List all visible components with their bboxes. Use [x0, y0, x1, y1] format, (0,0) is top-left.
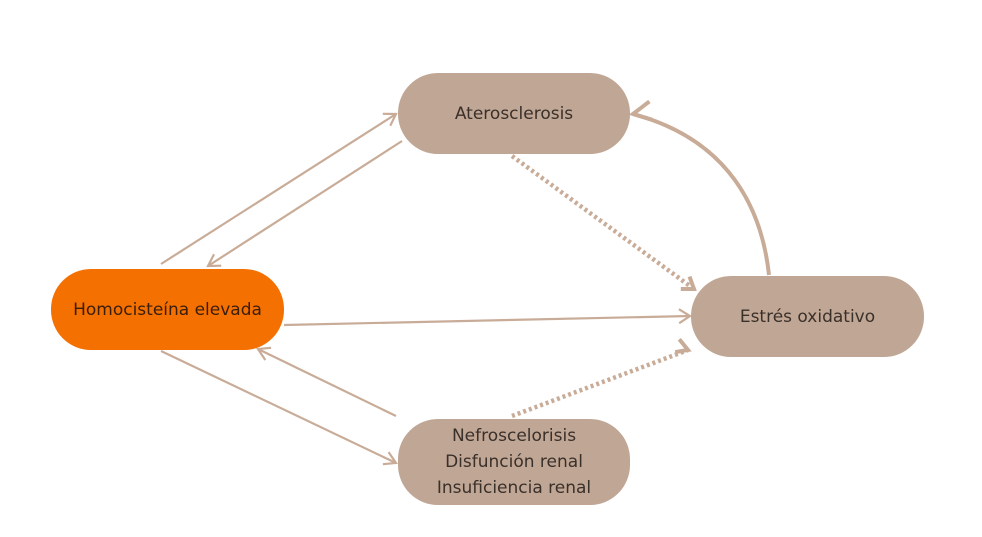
edge-line	[160, 113, 397, 265]
node-label-line-2: Disfunción renal	[445, 452, 583, 472]
node-label-line-3: Insuficiencia renal	[436, 478, 592, 498]
edge-line	[207, 140, 403, 267]
edge-homocisteina-to-estres	[283, 308, 693, 327]
arrowhead-icon	[628, 99, 654, 122]
arrowhead-icon	[680, 275, 697, 291]
edge-line	[510, 154, 696, 291]
arrowhead-icon	[382, 112, 398, 127]
edge-nefro-to-homocisteina	[256, 346, 397, 417]
arrowhead-icon	[678, 308, 693, 325]
arrowhead-icon	[256, 346, 272, 361]
edge-line	[257, 348, 397, 417]
node-label: Estrés oxidativo	[739, 306, 876, 327]
edge-homocisteina-to-nefro	[160, 350, 398, 466]
edge-line	[511, 347, 689, 419]
edge-nefro-to-estres	[511, 337, 692, 419]
arrowhead-icon	[674, 337, 692, 355]
edge-estres-to-aterosclerosis	[628, 99, 771, 276]
node-label: Homocisteína elevada	[73, 299, 262, 320]
node-homocisteina-elevada: Homocisteína elevada	[51, 269, 284, 350]
arrowhead-icon	[382, 451, 398, 466]
arrowhead-icon	[206, 253, 222, 268]
edge-line	[632, 112, 771, 276]
node-label: Aterosclerosis	[454, 103, 574, 124]
node-estres-oxidativo: Estrés oxidativo	[691, 276, 924, 357]
edge-aterosclerosis-to-estres	[510, 154, 697, 291]
node-label-line-1: Nefroscelorisis	[451, 426, 577, 446]
edge-aterosclerosis-to-homocisteina	[206, 140, 403, 268]
node-aterosclerosis: Aterosclerosis	[398, 73, 630, 154]
node-nefroscelorisis: Nefroscelorisis Disfunción renal Insufic…	[398, 419, 630, 505]
edge-line	[283, 314, 691, 327]
edge-homocisteina-to-aterosclerosis	[160, 112, 398, 265]
edge-line	[160, 350, 397, 464]
